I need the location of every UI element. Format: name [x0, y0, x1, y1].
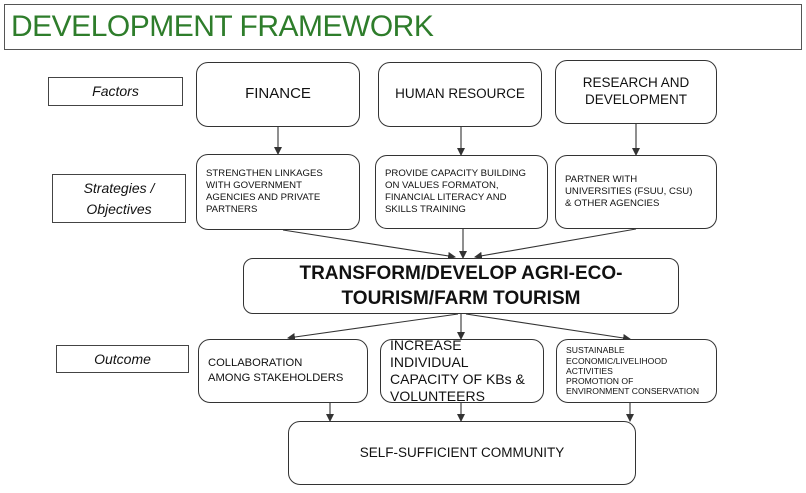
arrow-strategy1-to-central — [282, 229, 456, 260]
label-outcome-text: Outcome — [94, 350, 151, 367]
page-title: DEVELOPMENT FRAMEWORK — [11, 10, 434, 43]
strategy-box-finance: STRENGTHEN LINKAGES WITH GOVERNMENT AGEN… — [196, 154, 360, 230]
central-goal-text: TRANSFORM/DEVELOP AGRI-ECO- TOURISM/FARM… — [299, 262, 623, 309]
outcome-box-capacity: INCREASE INDIVIDUAL CAPACITY OF KBs & VO… — [380, 337, 544, 404]
factor-research-text: RESEARCH AND DEVELOPMENT — [582, 75, 690, 107]
outcome-box-sustainable: SUSTAINABLE ECONOMIC/LIVELIHOOD ACTIVITI… — [556, 339, 717, 403]
outcome-sustainable-text: SUSTAINABLE ECONOMIC/LIVELIHOOD ACTIVITI… — [566, 345, 700, 397]
factor-human-resource-text: HUMAN RESOURCE — [395, 86, 525, 102]
outcome-box-collaboration: COLLABORATION AMONG STAKEHOLDERS — [198, 339, 368, 403]
arrow-central-to-outcome1 — [287, 313, 459, 341]
strategy-research-text: PARTNER WITH UNIVERSITIES (FSUU, CSU) & … — [565, 174, 693, 209]
label-factors: Factors — [48, 77, 183, 106]
final-outcome-box: SELF-SUFFICIENT COMMUNITY — [288, 421, 636, 485]
factor-box-human-resource: HUMAN RESOURCE — [378, 62, 542, 127]
strategy-human-resource-text: PROVIDE CAPACITY BUILDING ON VALUES FORM… — [385, 168, 526, 215]
strategy-finance-text: STRENGTHEN LINKAGES WITH GOVERNMENT AGEN… — [206, 168, 323, 215]
label-outcome: Outcome — [56, 345, 189, 373]
arrow-central-to-outcome3 — [465, 313, 631, 342]
label-strategies-text: Strategies / Objectives — [83, 180, 155, 217]
final-outcome-text: SELF-SUFFICIENT COMMUNITY — [359, 444, 565, 460]
arrow-strategy3-to-central — [474, 228, 637, 260]
title-bar: DEVELOPMENT FRAMEWORK — [4, 4, 802, 50]
strategy-box-human-resource: PROVIDE CAPACITY BUILDING ON VALUES FORM… — [375, 155, 548, 229]
label-factors-text: Factors — [92, 83, 139, 100]
outcome-collaboration-text: COLLABORATION AMONG STAKEHOLDERS — [208, 357, 344, 384]
outcome-capacity-text: INCREASE INDIVIDUAL CAPACITY OF KBs & VO… — [390, 337, 525, 404]
factor-finance-text: FINANCE — [245, 85, 311, 103]
factor-box-research: RESEARCH AND DEVELOPMENT — [555, 60, 717, 124]
label-strategies: Strategies / Objectives — [52, 174, 186, 223]
central-goal-box: TRANSFORM/DEVELOP AGRI-ECO- TOURISM/FARM… — [243, 258, 679, 314]
strategy-box-research: PARTNER WITH UNIVERSITIES (FSUU, CSU) & … — [555, 155, 717, 229]
factor-box-finance: FINANCE — [196, 62, 360, 127]
